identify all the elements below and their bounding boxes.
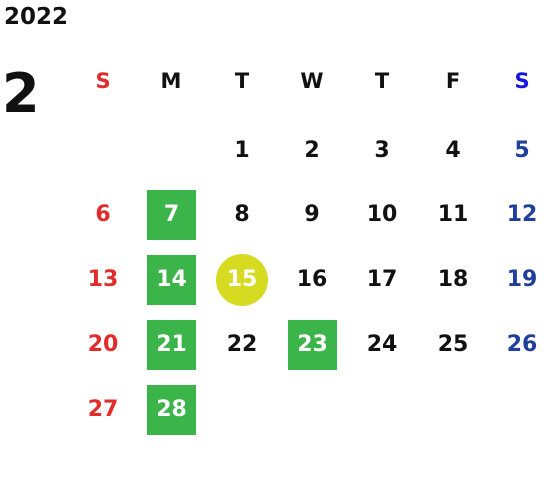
day-7[interactable]: 7 (147, 190, 196, 240)
day-6[interactable]: 6 (95, 202, 111, 227)
day-26[interactable]: 26 (506, 332, 538, 357)
day-23[interactable]: 23 (288, 320, 337, 370)
weekday-header-sat: S (514, 68, 530, 93)
day-13[interactable]: 13 (87, 267, 119, 292)
day-21[interactable]: 21 (147, 320, 196, 370)
day-4[interactable]: 4 (445, 138, 461, 163)
month-label: 2 (2, 62, 40, 125)
day-14[interactable]: 14 (147, 255, 196, 305)
day-1[interactable]: 1 (234, 138, 250, 163)
day-19[interactable]: 19 (506, 267, 538, 292)
day-8[interactable]: 8 (234, 202, 250, 227)
weekday-header-thu: T (374, 68, 390, 93)
weekday-header-tue: T (234, 68, 250, 93)
day-28[interactable]: 28 (147, 385, 196, 435)
year-label: 2022 (4, 4, 69, 30)
weekday-header-mon: M (160, 68, 182, 93)
weekday-header-wed: W (300, 68, 324, 93)
day-22[interactable]: 22 (226, 332, 258, 357)
day-2[interactable]: 2 (304, 138, 320, 163)
day-17[interactable]: 17 (366, 267, 398, 292)
day-16[interactable]: 16 (296, 267, 328, 292)
day-20[interactable]: 20 (87, 332, 119, 357)
weekday-header-fri: F (445, 68, 461, 93)
day-9[interactable]: 9 (304, 202, 320, 227)
day-27[interactable]: 27 (87, 397, 119, 422)
day-3[interactable]: 3 (374, 138, 390, 163)
day-12[interactable]: 12 (506, 202, 538, 227)
day-25[interactable]: 25 (437, 332, 469, 357)
weekday-header-sun: S (95, 68, 111, 93)
day-11[interactable]: 11 (437, 202, 469, 227)
day-18[interactable]: 18 (437, 267, 469, 292)
day-24[interactable]: 24 (366, 332, 398, 357)
day-5[interactable]: 5 (514, 138, 530, 163)
day-15[interactable]: 15 (216, 254, 268, 306)
day-10[interactable]: 10 (366, 202, 398, 227)
